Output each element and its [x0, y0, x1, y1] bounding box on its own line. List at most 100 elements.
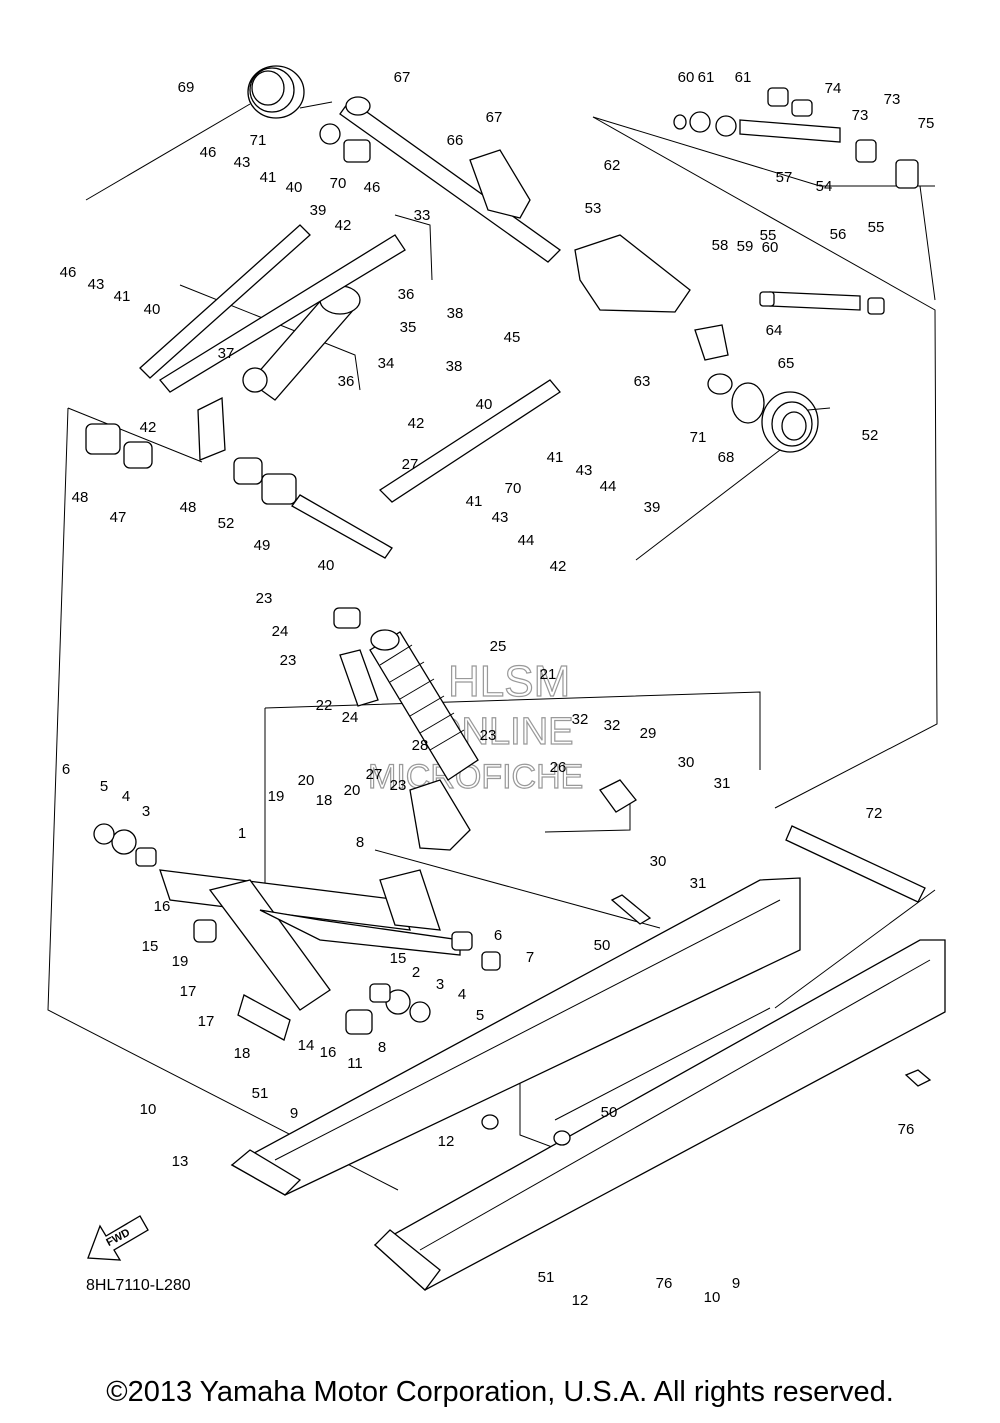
- callout-67: 67: [486, 109, 503, 126]
- callout-60: 60: [678, 69, 695, 86]
- callout-71: 71: [250, 132, 267, 149]
- callout-43: 43: [88, 276, 105, 293]
- callout-35: 35: [400, 319, 417, 336]
- part-shapes: [85, 65, 946, 1291]
- callout-56: 56: [830, 226, 847, 243]
- callout-47: 47: [110, 509, 127, 526]
- shaft-66: [339, 96, 562, 263]
- collar-23a: [333, 607, 361, 629]
- callout-59: 59: [737, 238, 754, 255]
- rear-shock-21: [369, 629, 479, 781]
- callout-6: 6: [494, 927, 502, 944]
- callout-8: 8: [378, 1039, 386, 1056]
- bushing-4a: [111, 829, 137, 855]
- callout-43: 43: [492, 509, 509, 526]
- torsion-spring-left: [85, 65, 333, 201]
- bracket-28: [409, 779, 471, 851]
- callout-48: 48: [72, 489, 89, 506]
- washer-50b: [553, 1130, 571, 1146]
- callout-50: 50: [594, 937, 611, 954]
- callout-12: 12: [572, 1292, 589, 1309]
- callout-61: 61: [698, 69, 715, 86]
- callout-41: 41: [260, 169, 277, 186]
- collar-55a: [759, 291, 775, 307]
- front-arm-1: [159, 869, 461, 1011]
- copyright-notice: ©2013 Yamaha Motor Corporation, U.S.A. A…: [106, 1376, 894, 1408]
- callout-24: 24: [342, 709, 359, 726]
- callout-13: 13: [172, 1153, 189, 1170]
- callout-39: 39: [644, 499, 661, 516]
- collar-70-right: [707, 373, 733, 395]
- callout-40: 40: [476, 396, 493, 413]
- callout-26: 26: [550, 759, 567, 776]
- callout-31: 31: [690, 875, 707, 892]
- callout-16: 16: [154, 898, 171, 915]
- callout-18: 18: [234, 1045, 251, 1062]
- callout-3: 3: [142, 803, 150, 820]
- washer-60: [673, 114, 687, 130]
- callout-20: 20: [344, 782, 361, 799]
- callout-24: 24: [272, 623, 289, 640]
- callout-7: 7: [526, 949, 534, 966]
- callout-70: 70: [505, 480, 522, 497]
- slide-rail-left: [230, 877, 801, 1196]
- callout-45: 45: [504, 329, 521, 346]
- callout-5: 5: [476, 1007, 484, 1024]
- callout-71: 71: [690, 429, 707, 446]
- callout-34: 34: [378, 355, 395, 372]
- callout-46: 46: [60, 264, 77, 281]
- shaft-72: [785, 825, 926, 903]
- callout-3: 3: [436, 976, 444, 993]
- callout-36: 36: [338, 373, 355, 390]
- callout-66: 66: [447, 132, 464, 149]
- callout-57: 57: [776, 169, 793, 186]
- bolt-76a: [610, 894, 652, 925]
- callout-10: 10: [140, 1101, 157, 1118]
- collar-8: [481, 951, 501, 971]
- callout-23: 23: [256, 590, 273, 607]
- callout-42: 42: [140, 419, 157, 436]
- assembly-outlines: [47, 116, 938, 1191]
- shaft-49: [291, 494, 393, 559]
- callout-63: 63: [634, 373, 651, 390]
- callout-55: 55: [868, 219, 885, 236]
- callout-72: 72: [866, 805, 883, 822]
- fwd-arrow-icon: FWD: [87, 1215, 149, 1261]
- callout-41: 41: [114, 288, 131, 305]
- callout-20: 20: [298, 772, 315, 789]
- bolt-76b: [904, 1069, 932, 1087]
- callout-9: 9: [290, 1105, 298, 1122]
- collar-52b: [261, 473, 297, 505]
- callout-42: 42: [335, 217, 352, 234]
- washer-71-right: [731, 382, 765, 424]
- callout-30: 30: [678, 754, 695, 771]
- callout-16: 16: [320, 1044, 337, 1061]
- link-39a: [139, 224, 311, 379]
- shaft-57: [739, 119, 841, 143]
- callout-19: 19: [268, 788, 285, 805]
- callout-60: 60: [762, 239, 779, 256]
- callout-27: 27: [402, 456, 419, 473]
- callout-73: 73: [884, 91, 901, 108]
- callout-21: 21: [540, 666, 557, 683]
- callout-12: 12: [438, 1133, 455, 1150]
- callout-73: 73: [852, 107, 869, 124]
- arm-33: [159, 234, 406, 393]
- callout-30: 30: [650, 853, 667, 870]
- callout-10: 10: [704, 1289, 721, 1306]
- callout-27: 27: [366, 766, 383, 783]
- callout-labels: 6967666771704643414039423346363845536260…: [60, 69, 935, 1309]
- callout-1: 1: [238, 825, 246, 842]
- callout-15: 15: [142, 938, 159, 955]
- callout-70: 70: [330, 175, 347, 192]
- callout-41: 41: [547, 449, 564, 466]
- callout-46: 46: [200, 144, 217, 161]
- callout-32: 32: [572, 711, 589, 728]
- collar-24: [339, 649, 379, 707]
- callout-5: 5: [100, 778, 108, 795]
- callout-18: 18: [316, 792, 333, 809]
- watermark-line1: HLSM: [448, 657, 570, 706]
- callout-55: 55: [760, 227, 777, 244]
- callout-37: 37: [218, 345, 235, 362]
